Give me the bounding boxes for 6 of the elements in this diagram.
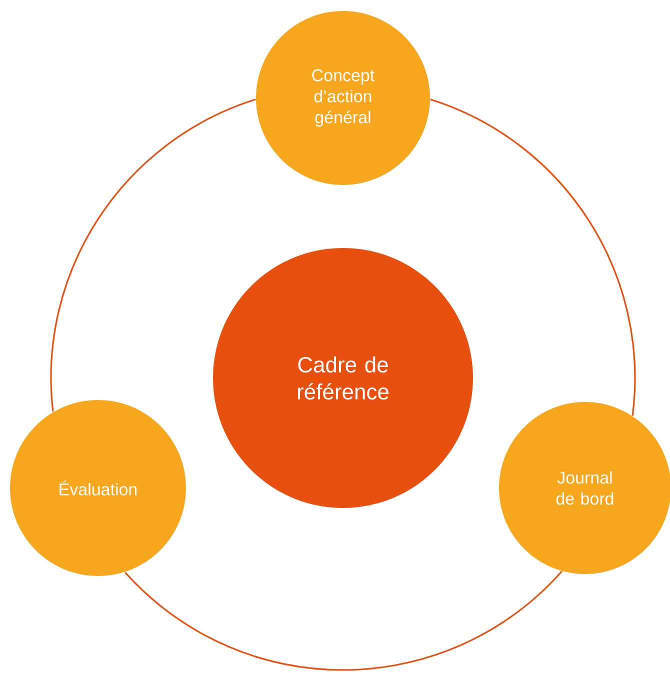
- ring-arc: [124, 570, 562, 671]
- circle-node: Évaluation: [10, 400, 186, 576]
- ring-arc: [430, 98, 636, 416]
- ring-arc: [50, 98, 256, 412]
- circle-node: Concept d’action général: [256, 11, 430, 185]
- circle-node: Cadre de référence: [213, 248, 473, 508]
